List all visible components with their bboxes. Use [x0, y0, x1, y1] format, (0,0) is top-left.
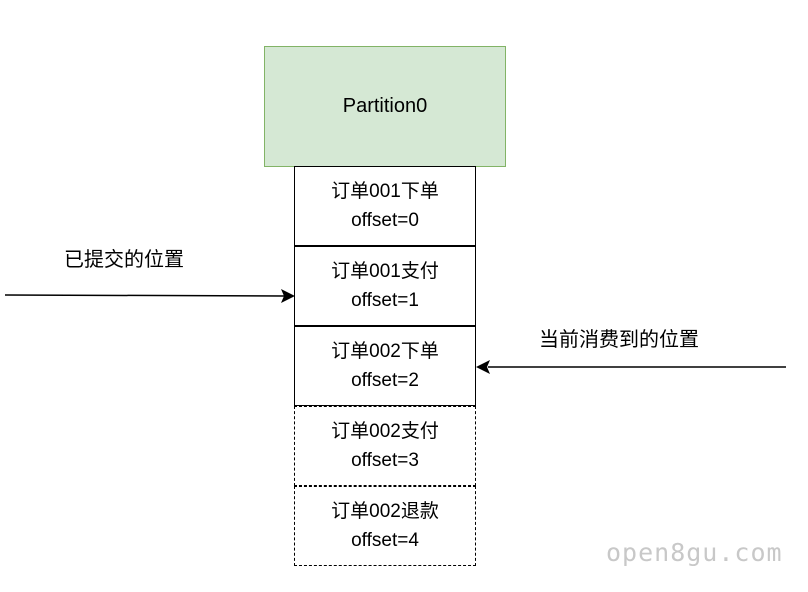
- record-offset-1: 订单001支付 offset=1: [294, 246, 476, 326]
- record-title: 订单002支付: [331, 421, 439, 442]
- record-offset-2: 订单002下单 offset=2: [294, 326, 476, 406]
- current-position-label: 当前消费到的位置: [539, 329, 699, 351]
- record-offset: offset=1: [351, 290, 419, 311]
- record-offset-3: 订单002支付 offset=3: [294, 406, 476, 486]
- watermark: open8gu.com: [606, 538, 783, 567]
- record-title: 订单001支付: [331, 261, 439, 282]
- record-offset-0: 订单001下单 offset=0: [294, 166, 476, 246]
- committed-arrow: [4, 289, 295, 303]
- partition-label: Partition0: [342, 95, 428, 117]
- record-offset: offset=2: [351, 370, 419, 391]
- record-offset: offset=0: [351, 210, 419, 231]
- committed-position-label: 已提交的位置: [64, 249, 184, 271]
- record-title: 订单002退款: [331, 501, 439, 522]
- record-title: 订单001下单: [331, 181, 439, 202]
- record-title: 订单002下单: [331, 341, 439, 362]
- partition-box: Partition0: [264, 46, 506, 167]
- current-arrow: [476, 360, 786, 374]
- record-offset-4: 订单002退款 offset=4: [294, 486, 476, 566]
- record-offset: offset=4: [351, 530, 419, 551]
- record-offset: offset=3: [351, 450, 419, 471]
